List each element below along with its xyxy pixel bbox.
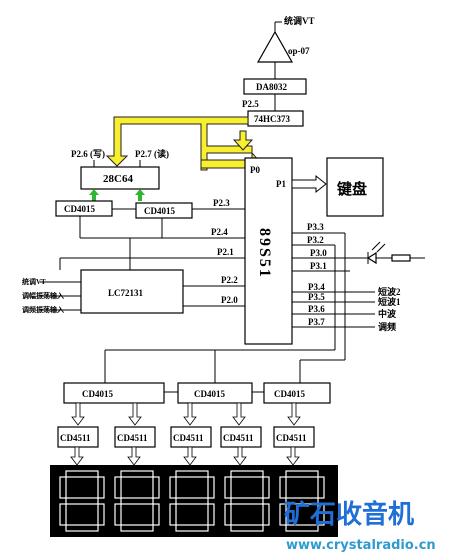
sw1-label: 短波1 [378,296,401,307]
digit-5-segment [317,503,325,526]
led-icon [366,251,377,265]
digit-4-segment [230,497,264,505]
p25-label: P2.5 [242,99,259,109]
data-bus [105,116,263,177]
cd4015-top-right [135,202,193,219]
watermark-url: www.crystalradio.cn [286,538,436,553]
p1-arrow [291,174,327,194]
latch-label: 74HC373 [254,114,291,124]
digit-4-segment [230,470,264,478]
opamp-symbol [256,30,294,63]
p35-label: P3.5 [308,292,325,302]
eeprom-chip [80,166,160,190]
cd4511-4-label: CD4511 [223,433,254,443]
opamp-label: op-07 [288,46,310,56]
watermark-title: 矿石收音机 [284,499,414,530]
mcu-label: 89S51 [256,228,273,279]
digit-3-segment [207,476,215,499]
display-arrows [70,446,300,466]
cd4015-bottom-2 [177,382,253,404]
digit-2-segment [120,497,154,505]
dac-label: DA8032 [256,82,287,92]
p1-label: P1 [276,179,286,189]
p27-label: P2.7 (读) [135,148,169,159]
digit-5-segment [285,524,319,532]
p21-label: P2.1 [217,247,234,257]
keyboard-label: 键盘 [336,180,367,198]
digit-4-segment [224,476,232,499]
digit-1-segment [97,476,105,499]
digit-3-segment [175,497,209,505]
p0-label: P0 [250,165,260,175]
keyboard-block [326,157,384,217]
cd4511-5-label: CD4511 [276,433,307,443]
digit-2-segment [152,476,160,499]
cd4511-1-label: CD4511 [60,433,91,443]
digit-4-segment [224,503,232,526]
eeprom-label: 28C64 [103,173,133,185]
p37-label: P3.7 [308,317,325,327]
digit-2-segment [120,470,154,478]
p36-label: P3.6 [308,304,325,314]
green-arrow-right [135,189,145,201]
cd4511-3-label: CD4511 [173,433,204,443]
green-arrow-left [89,189,99,201]
cd4015-top-right-label: CD4015 [144,206,175,216]
digit-5-segment [285,470,319,478]
digit-5-segment [279,503,287,526]
digit-5-segment [317,476,325,499]
p33-label: P3.3 [307,222,324,232]
mcu-chip [244,157,293,345]
sw2-label: 短波2 [378,286,401,297]
digit-4-segment [230,524,264,532]
digit-3-segment [169,476,177,499]
digit-3-segment [175,470,209,478]
digit-1-segment [59,503,67,526]
p20-label: P2.0 [221,295,238,305]
p26-label: P2.6 (写) [71,149,105,159]
p23-label: P2.3 [213,198,230,208]
input-am-label: 调幅振荡输入 [22,291,64,300]
digit-3-segment [169,503,177,526]
p24-label: P2.4 [211,227,228,237]
p34-label: P3.4 [308,282,325,292]
cd4015-bottom-1 [63,382,165,404]
digit-5-segment [285,497,319,505]
mw-label: 中波 [378,308,397,319]
digit-1-segment [65,497,99,505]
cd4015-top-left-label: CD4015 [64,204,95,214]
digit-5-segment [279,476,287,499]
opamp-output-label: 统调VT [284,15,315,26]
fm-label: 调频 [378,321,396,332]
cd4511-2-label: CD4511 [117,433,148,443]
p30-label: P3.0 [310,248,327,258]
digit-2-segment [114,476,122,499]
p32-label: P3.2 [307,235,324,245]
decoder-arrows [71,402,301,426]
digit-1-segment [97,503,105,526]
digit-1-segment [59,476,67,499]
digit-4-segment [262,476,270,499]
digit-4-segment [262,503,270,526]
cd4015-bottom-1-label: CD4015 [82,389,113,399]
digit-2-segment [120,524,154,532]
digit-2-segment [152,503,160,526]
p31-label: P3.1 [310,261,327,271]
p22-label: P2.2 [221,275,238,285]
digit-1-segment [65,524,99,532]
input-fm-label: 调频振荡输入 [22,305,64,314]
digit-1-segment [65,470,99,478]
cd4015-bottom-3-label: CD4015 [274,389,305,399]
pll-chip [80,269,184,314]
cd4015-bottom-2-label: CD4015 [194,389,225,399]
digit-2-segment [114,503,122,526]
resistor-icon [391,254,411,262]
pll-label: LC72131 [108,288,144,298]
digit-3-segment [175,524,209,532]
input-vt-label: 统调VT [22,277,46,286]
digit-3-segment [207,503,215,526]
cd4015-bottom-3 [263,382,331,404]
